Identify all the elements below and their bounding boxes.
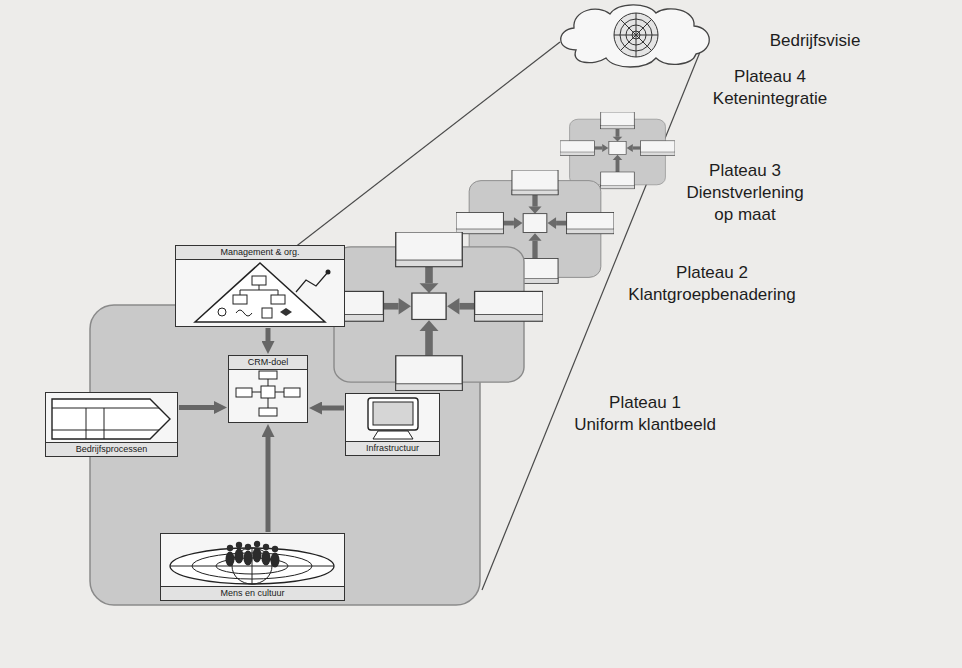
crm-icon <box>236 371 300 416</box>
person-body <box>271 553 280 568</box>
crm-box <box>236 388 252 397</box>
crm-box <box>261 386 275 398</box>
people <box>226 541 280 568</box>
block-arrow <box>179 405 214 410</box>
infrastructure-box: Infrastructuur <box>345 393 440 456</box>
plateau-number: Plateau 3 <box>709 160 781 182</box>
plateau-4-figure <box>560 112 675 189</box>
box-label: Infrastructuur <box>346 441 439 455</box>
trend-line <box>296 272 328 292</box>
org-diamond <box>280 308 292 316</box>
vision-cloud <box>561 5 710 67</box>
person-head <box>272 546 278 552</box>
radar-spoke <box>620 19 651 50</box>
plateau-name: Uniform klantbeeld <box>574 414 716 436</box>
plateau-name: Ketenintegratie <box>713 88 827 110</box>
org-circle <box>218 308 226 316</box>
screen <box>373 402 413 425</box>
box-label: Management & org. <box>176 246 344 260</box>
person-body <box>235 549 244 564</box>
org-box <box>233 295 247 304</box>
crm-box <box>259 408 277 416</box>
plateau-name: Dienstverlening op maat <box>683 182 807 226</box>
box-fill <box>45 392 178 457</box>
people-box: Mens en cultuur <box>160 533 345 601</box>
box-label: Bedrijfsprocessen <box>46 442 177 456</box>
box-label: Mens en cultuur <box>161 586 344 600</box>
management-box: Management & org. <box>175 245 345 327</box>
process-chevron <box>52 399 170 439</box>
org-box <box>271 295 285 304</box>
person-body <box>244 551 253 566</box>
block-arrow <box>266 328 271 341</box>
person-body <box>253 548 262 563</box>
person-head <box>254 541 260 547</box>
person-head <box>245 544 251 550</box>
person-head <box>263 544 269 550</box>
crm-box <box>284 388 300 397</box>
plateau-number: Plateau 1 <box>609 392 681 414</box>
process-icon <box>52 399 170 439</box>
plateau-2-figure <box>315 232 543 390</box>
box-fill <box>228 355 308 423</box>
person-head <box>236 542 242 548</box>
person-body <box>262 551 271 566</box>
person-body <box>226 552 235 567</box>
radar-icon <box>614 13 658 57</box>
box-label: CRM-doel <box>229 356 307 370</box>
plateau-number: Plateau 2 <box>676 262 748 284</box>
block-arrow <box>322 406 344 411</box>
monitor <box>368 398 418 430</box>
computer-icon <box>368 398 418 439</box>
vision-label: Bedrijfsvisie <box>770 30 861 52</box>
process-box: Bedrijfsprocessen <box>45 392 178 457</box>
plateau-number: Plateau 4 <box>734 66 806 88</box>
organisation-icon <box>195 263 331 322</box>
org-box <box>262 308 272 318</box>
triangle <box>195 263 325 322</box>
globe <box>170 548 334 584</box>
box-fill <box>345 393 440 456</box>
globe-icon <box>170 541 334 584</box>
radar-spoke <box>620 19 651 50</box>
crm-box <box>259 371 277 379</box>
goal-box: CRM-doel <box>228 355 308 423</box>
monitor-base <box>373 431 413 439</box>
org-line <box>240 285 278 295</box>
org-squiggle <box>236 310 252 316</box>
radar-ring <box>614 13 658 57</box>
trend-dot <box>326 270 331 275</box>
org-box <box>252 276 266 285</box>
block-arrow <box>266 437 271 532</box>
crm-line <box>252 379 284 408</box>
person-head <box>227 545 233 551</box>
plateau-name: Klantgroepbenadering <box>628 284 795 306</box>
process-line <box>52 408 159 439</box>
globe-line <box>170 548 334 584</box>
box-fill <box>175 245 345 327</box>
box-fill <box>160 533 345 601</box>
